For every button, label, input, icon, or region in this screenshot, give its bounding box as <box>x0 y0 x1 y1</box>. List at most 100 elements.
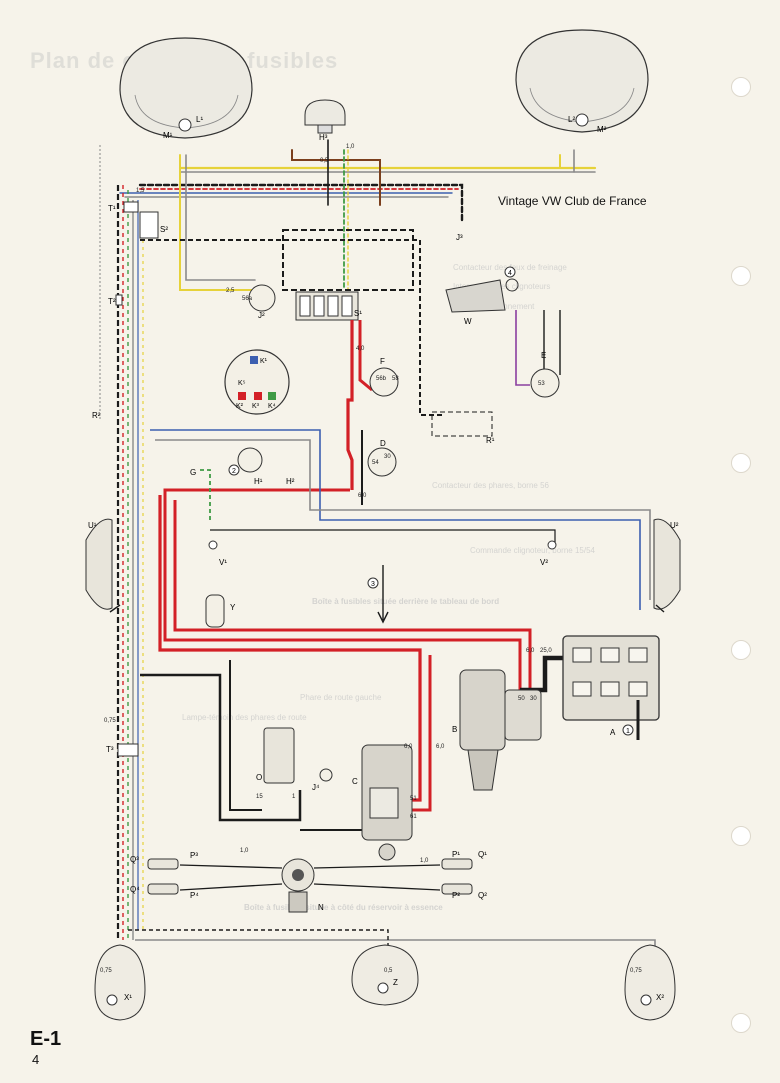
turn-signal-U1: U¹ <box>85 518 113 610</box>
terminal-label: 1 <box>292 794 296 800</box>
ground-arrows <box>109 565 665 624</box>
licence-lamp-Z: Z <box>351 944 419 1006</box>
ghost-line: Contacteur des phares, borne 56 <box>432 481 550 490</box>
ghost-line: Phare de route gauche <box>300 693 382 702</box>
starter-B: B <box>452 669 542 791</box>
ghost-line: Interrupteur des clignoteurs <box>453 282 550 291</box>
terminal-label: 30 <box>384 454 391 460</box>
gauge-label: 1,0 <box>420 858 429 864</box>
label-P3: P³ <box>190 851 198 860</box>
ghost-line: Boîte à fusibles située à côté du réserv… <box>244 903 443 912</box>
flasher-F: F <box>369 357 399 397</box>
instrument-cluster: K¹ K⁵ K² K³ K⁴ <box>224 349 290 415</box>
terminal-label: 58 <box>392 376 399 382</box>
binder-hole <box>731 266 751 286</box>
label-P4: P⁴ <box>190 891 199 900</box>
wiper-wires <box>515 310 561 386</box>
left-vertical-harness <box>99 145 144 940</box>
spark-plugs: Q³ Q⁴ P³ P⁴ P¹ P² Q¹ Q² <box>130 850 487 900</box>
ref-number: 1 <box>626 728 630 735</box>
label-U2: U² <box>670 521 679 530</box>
label-X1: X¹ <box>124 993 132 1002</box>
label-T3: T³ <box>106 745 114 754</box>
horn-button-H1: H¹ H² G <box>190 447 295 486</box>
label-N: N <box>318 903 324 912</box>
page-code: E-1 <box>30 1028 62 1050</box>
label-Q4: Q⁴ <box>130 885 140 894</box>
wiper-motor-W: W <box>445 278 519 326</box>
terminal-label: 61 <box>410 814 417 820</box>
battery-A: A <box>562 635 660 740</box>
binder-hole <box>731 453 751 473</box>
terminal-label: 50 <box>518 696 525 702</box>
label-S1: S¹ <box>354 309 362 318</box>
label-C: C <box>352 777 358 786</box>
binder-hole <box>731 640 751 660</box>
lamp-V1: V¹ <box>208 540 227 567</box>
ghost-line: Boîte à fusibles située derrière le tabl… <box>312 597 499 606</box>
label-M1: M¹ <box>163 131 173 140</box>
gauge-label: 6,0 <box>404 744 413 750</box>
turn-signal-U2: U² <box>653 518 681 610</box>
gauge-label: 25,0 <box>540 648 552 654</box>
label-F: F <box>380 357 385 366</box>
label-R2: R² <box>92 411 101 420</box>
label-G: G <box>190 468 196 477</box>
top-harness <box>119 139 597 291</box>
gauge-label: 0,5 <box>320 158 329 164</box>
club-credit: Vintage VW Club de France <box>498 194 647 208</box>
lamp-V2: V² <box>540 540 557 567</box>
label-X2: X² <box>656 993 664 1002</box>
label-Q2: Q² <box>478 891 487 900</box>
ignition-coil-O: O <box>256 727 295 784</box>
label-A: A <box>610 728 616 737</box>
label-L2: L² <box>568 115 575 124</box>
label-W: W <box>464 317 472 326</box>
ref-number: 3 <box>371 581 375 588</box>
gauge-label: 6,0 <box>358 493 367 499</box>
gauge-label: 0,5 <box>384 968 393 974</box>
gauge-label: 0,75 <box>100 968 112 974</box>
plug-leads <box>179 864 441 891</box>
label-P1: P¹ <box>452 850 460 859</box>
connectors-T: T¹ T² T³ S² R² J³ <box>92 201 463 757</box>
fuse-box-S1: S¹ <box>282 229 414 321</box>
binder-hole <box>731 77 751 97</box>
circled-refs: 4 2 3 1 <box>228 266 634 736</box>
gauge-label: 4,0 <box>356 346 365 352</box>
label-D: D <box>380 439 386 448</box>
label-K4: K⁴ <box>268 403 276 410</box>
binder-hole <box>731 1013 751 1033</box>
label-Q1: Q¹ <box>478 850 487 859</box>
gauge-label: 2,5 <box>226 288 235 294</box>
terminal-label: 15 <box>256 794 263 800</box>
headlight-right: L² M² <box>515 29 649 134</box>
label-K3: K³ <box>252 403 260 410</box>
label-B: B <box>452 725 457 734</box>
gauge-label: 0,75 <box>630 968 642 974</box>
gauge-label: 1,0 <box>240 848 249 854</box>
label-K1: K¹ <box>260 358 268 365</box>
label-U1: U¹ <box>88 521 97 530</box>
label-H2: H² <box>286 477 295 486</box>
label-J3: J³ <box>456 233 463 242</box>
label-L1: L¹ <box>196 115 203 124</box>
ref-number: 2 <box>232 468 236 475</box>
label-T2: T² <box>108 297 116 306</box>
red-power-wires <box>158 320 563 812</box>
gauge-label: 1,0 <box>346 144 355 150</box>
label-T1: T¹ <box>108 204 116 213</box>
dimmer-R1: R¹ <box>431 411 495 445</box>
label-H3: H³ <box>319 133 328 142</box>
gauge-label: 6,0 <box>526 648 535 654</box>
generator-C: C <box>352 744 413 861</box>
label-Q3: Q³ <box>130 855 139 864</box>
rear-lamp-X2: X² <box>624 944 676 1021</box>
gauge-label: 0,75 <box>104 718 116 724</box>
label-O: O <box>256 773 262 782</box>
label-K2: K² <box>236 403 244 410</box>
label-V1: V¹ <box>219 558 227 567</box>
label-Z: Z <box>393 978 398 987</box>
